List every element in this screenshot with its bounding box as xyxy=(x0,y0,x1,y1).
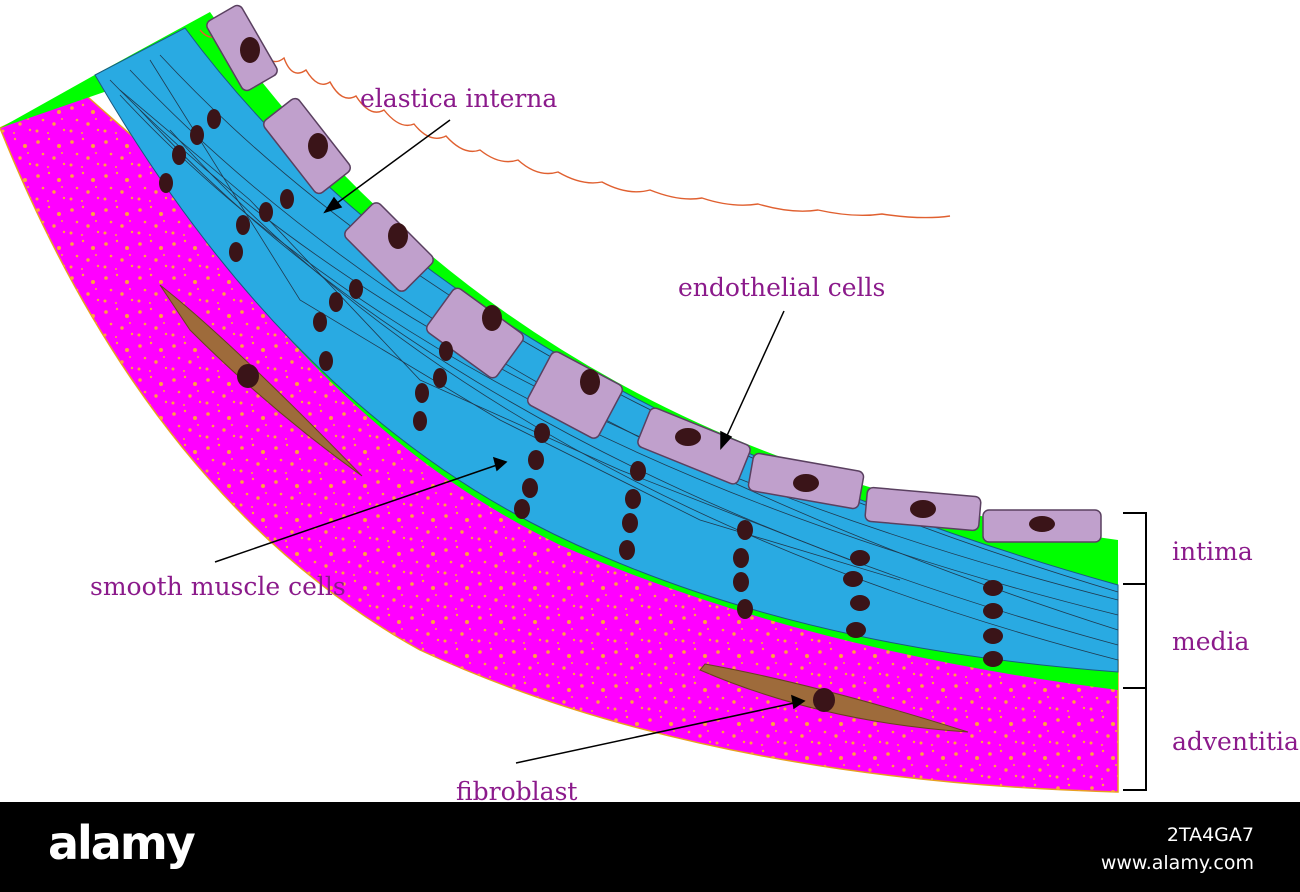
smooth-muscle-nuclei xyxy=(159,109,1003,667)
label-fibroblast: fibroblast xyxy=(456,777,577,802)
label-smooth-muscle-cells: smooth muscle cells xyxy=(90,572,346,601)
watermark-footer: alamy 2TA4GA7 www.alamy.com xyxy=(0,802,1300,892)
label-media: media xyxy=(1172,627,1250,656)
artery-wall-diagram: elastica interna endothelial cells smoot… xyxy=(0,4,1299,802)
alamy-logo: alamy xyxy=(48,816,196,870)
label-intima: intima xyxy=(1172,537,1253,566)
fibroblast-cells xyxy=(159,284,969,733)
layer-bracket xyxy=(1123,512,1147,791)
label-elastica-interna: elastica interna xyxy=(360,84,557,113)
image-id: 2TA4GA7 xyxy=(1166,824,1254,846)
site-url: www.alamy.com xyxy=(1100,852,1254,874)
callout-arrows xyxy=(214,119,806,764)
endothelial-nuclei xyxy=(240,37,1055,532)
label-adventitia: adventitia xyxy=(1172,727,1299,756)
label-endothelial-cells: endothelial cells xyxy=(678,273,885,302)
